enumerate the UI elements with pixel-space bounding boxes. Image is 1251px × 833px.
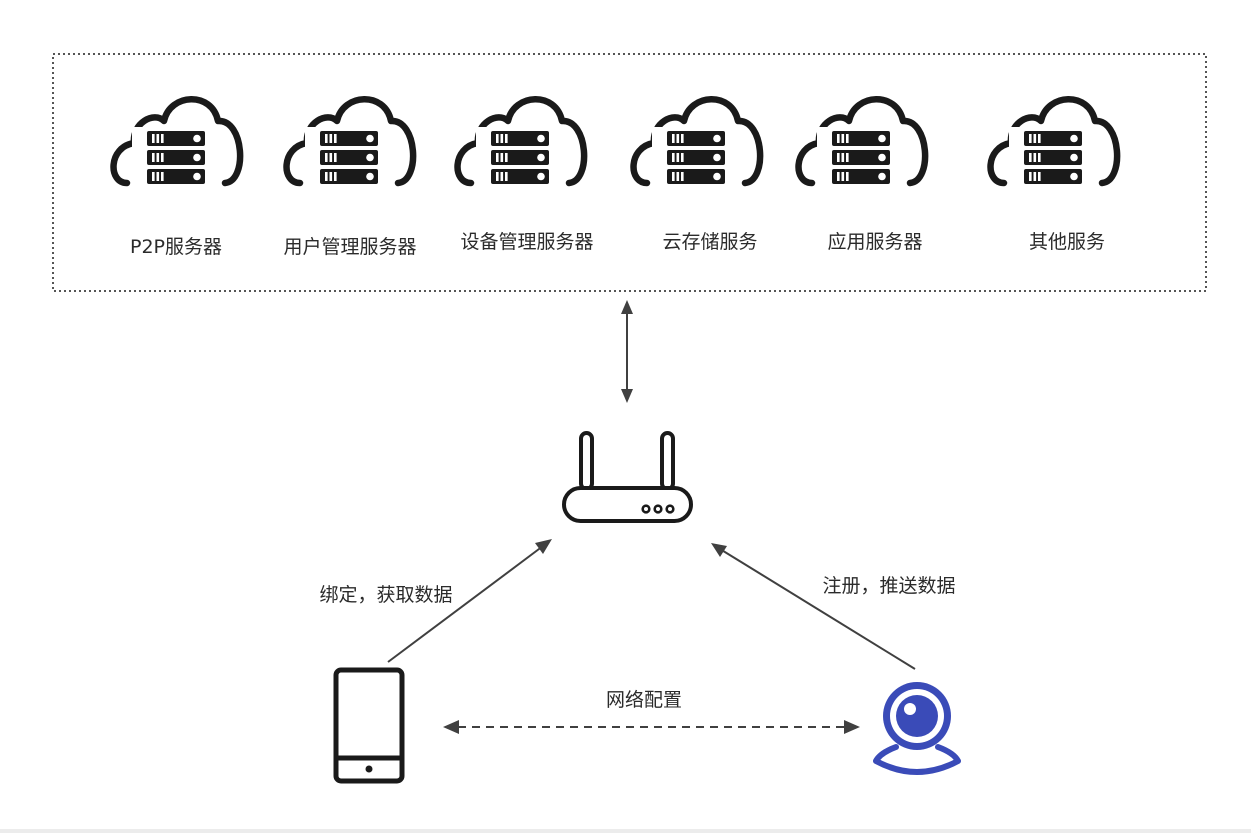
bottom-divider — [0, 829, 1251, 833]
server-label: 用户管理服务器 — [283, 236, 416, 258]
cloud-server-icon — [799, 99, 926, 191]
server-label: 应用服务器 — [827, 231, 922, 253]
camera-router-arrow — [711, 543, 916, 670]
cloud-server-icon — [458, 99, 585, 191]
phone-router-arrow — [387, 539, 552, 663]
camera-router-label: 注册，推送数据 — [822, 575, 955, 597]
network-config-label: 网络配置 — [606, 689, 682, 711]
server-label: 设备管理服务器 — [460, 231, 593, 253]
router-icon — [562, 431, 693, 523]
cloud-server-icon — [991, 99, 1118, 191]
services-group-border — [52, 53, 1207, 292]
smartphone-icon — [333, 667, 405, 784]
server-label: P2P服务器 — [130, 236, 222, 258]
server-label: 云存储服务 — [662, 231, 757, 253]
server-label: 其他服务 — [1029, 231, 1105, 253]
services-router-arrow — [621, 300, 633, 403]
cloud-server-icon — [287, 99, 414, 191]
cloud-server-icon — [114, 99, 241, 191]
network-config-arrow — [443, 720, 860, 734]
phone-router-label: 绑定，获取数据 — [319, 584, 452, 606]
cloud-server-icon — [634, 99, 761, 191]
webcam-icon — [873, 682, 961, 775]
